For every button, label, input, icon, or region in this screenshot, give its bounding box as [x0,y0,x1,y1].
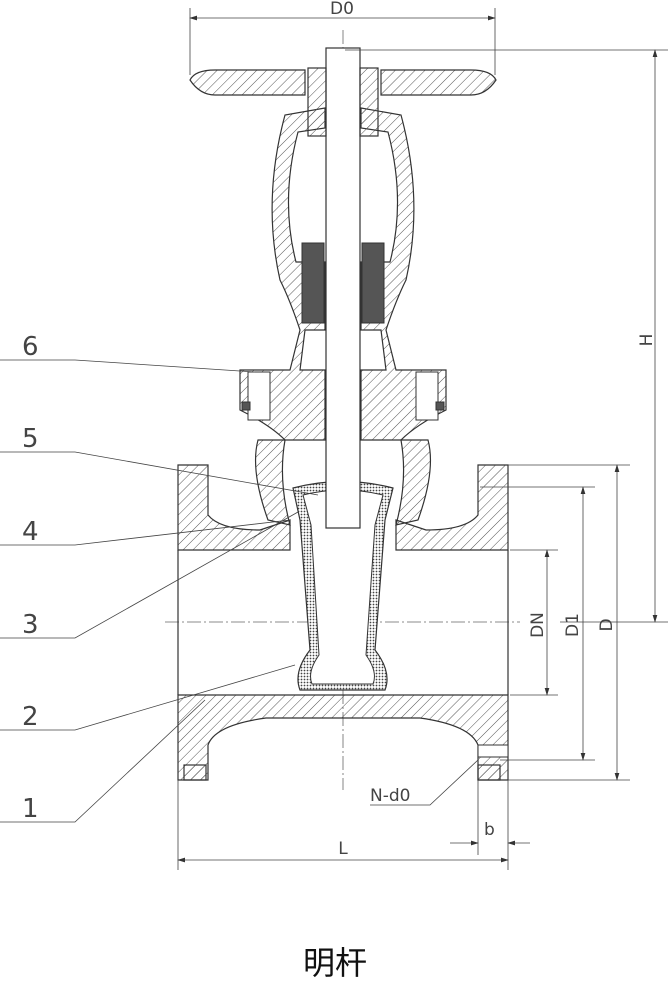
part-5-label: 5 [22,424,39,454]
part-6-label: 6 [22,332,39,362]
dimension-b: b [450,780,530,855]
dimension-d: D [508,464,630,781]
dimension-h: H [345,49,668,623]
part-1-label: 1 [22,794,39,824]
valve-body [177,439,509,781]
dimension-d0: D0 [189,0,496,75]
drawing-caption: 明杆 [302,944,367,982]
part-callouts: 6 5 4 3 2 1 [0,332,319,824]
h-label: H [637,334,657,347]
part-3-label: 3 [22,610,39,640]
b-label: b [484,820,495,840]
handwheel [189,67,497,137]
dimension-l: L [177,780,509,870]
dimension-d1: D1 [480,486,595,761]
part-4-label: 4 [22,517,39,547]
d1-label: D1 [563,613,583,637]
dimension-dn: DN [510,549,558,696]
d0-label: D0 [330,0,354,19]
part-2-label: 2 [22,702,39,732]
l-label: L [338,839,348,859]
bonnet [239,107,447,441]
valve-stem [325,47,361,529]
d-label: D [597,618,617,631]
dn-label: DN [528,612,548,638]
n-d0-label: N-d0 [370,786,410,806]
dimension-n-d0: N-d0 [370,759,479,806]
gate-wedge [292,480,394,691]
